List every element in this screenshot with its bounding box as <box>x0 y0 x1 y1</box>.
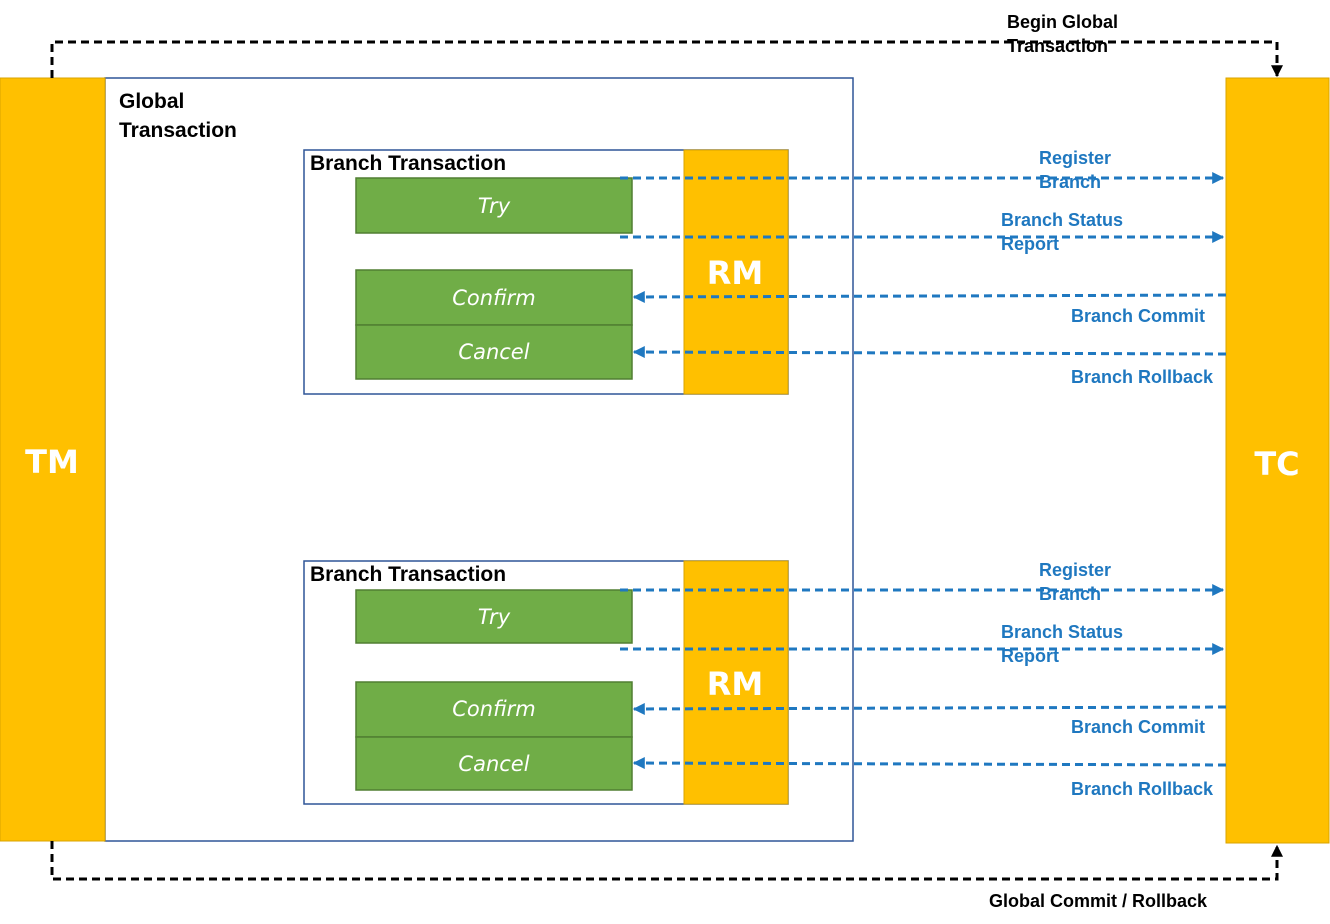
rm-label: RM <box>707 254 763 292</box>
try-label: Try <box>478 194 511 218</box>
global-commit-rollback-arrow <box>50 841 1283 881</box>
confirm-label: Confirm <box>452 697 535 721</box>
register-label-line1: Register <box>1039 148 1111 168</box>
status-label-line1: Branch Status <box>1001 622 1123 642</box>
confirm-step <box>355 681 633 738</box>
global-transaction-label-line2: Transaction <box>119 119 237 142</box>
branch-rollback-arrow <box>632 346 1227 359</box>
status-label-line1: Branch Status <box>1001 210 1123 230</box>
global-commit-rollback-label: Global Commit / Rollback <box>989 891 1208 911</box>
try-step <box>355 177 633 234</box>
branch-transaction-1: Branch Transaction Try Confirm Cancel RM… <box>303 148 1227 395</box>
tc-label: TC <box>1254 445 1299 483</box>
register-label-line2: Branch <box>1039 172 1101 192</box>
cancel-step <box>355 736 633 791</box>
branch-commit-arrow <box>632 290 1227 303</box>
global-transaction-label-line1: Global <box>119 90 184 113</box>
tm-actor <box>0 77 106 842</box>
branch-rollback-arrow <box>632 757 1227 770</box>
tm-label: TM <box>25 443 79 481</box>
rm-label: RM <box>707 665 763 703</box>
status-label-line2: Report <box>1001 646 1059 666</box>
status-label-line2: Report <box>1001 234 1059 254</box>
commit-label: Branch Commit <box>1071 717 1205 737</box>
rollback-label: Branch Rollback <box>1071 779 1214 799</box>
register-label-line1: Register <box>1039 560 1111 580</box>
cancel-step <box>355 324 633 380</box>
branch-commit-arrow <box>632 702 1227 715</box>
commit-label: Branch Commit <box>1071 306 1205 326</box>
register-label-line2: Branch <box>1039 584 1101 604</box>
begin-global-label-line2: Transaction <box>1007 36 1108 56</box>
cancel-label: Cancel <box>458 752 529 776</box>
branch-title: Branch Transaction <box>310 563 506 586</box>
confirm-label: Confirm <box>452 286 535 310</box>
try-step <box>355 589 633 644</box>
try-label: Try <box>478 605 511 629</box>
branch-title: Branch Transaction <box>310 152 506 175</box>
rollback-label: Branch Rollback <box>1071 367 1214 387</box>
begin-global-arrow <box>50 40 1283 78</box>
branch-transaction-2: Branch Transaction Try Confirm Cancel RM… <box>303 560 1227 805</box>
cancel-label: Cancel <box>458 340 529 364</box>
begin-global-label-line1: Begin Global <box>1007 12 1118 32</box>
tc-actor <box>1225 77 1330 844</box>
